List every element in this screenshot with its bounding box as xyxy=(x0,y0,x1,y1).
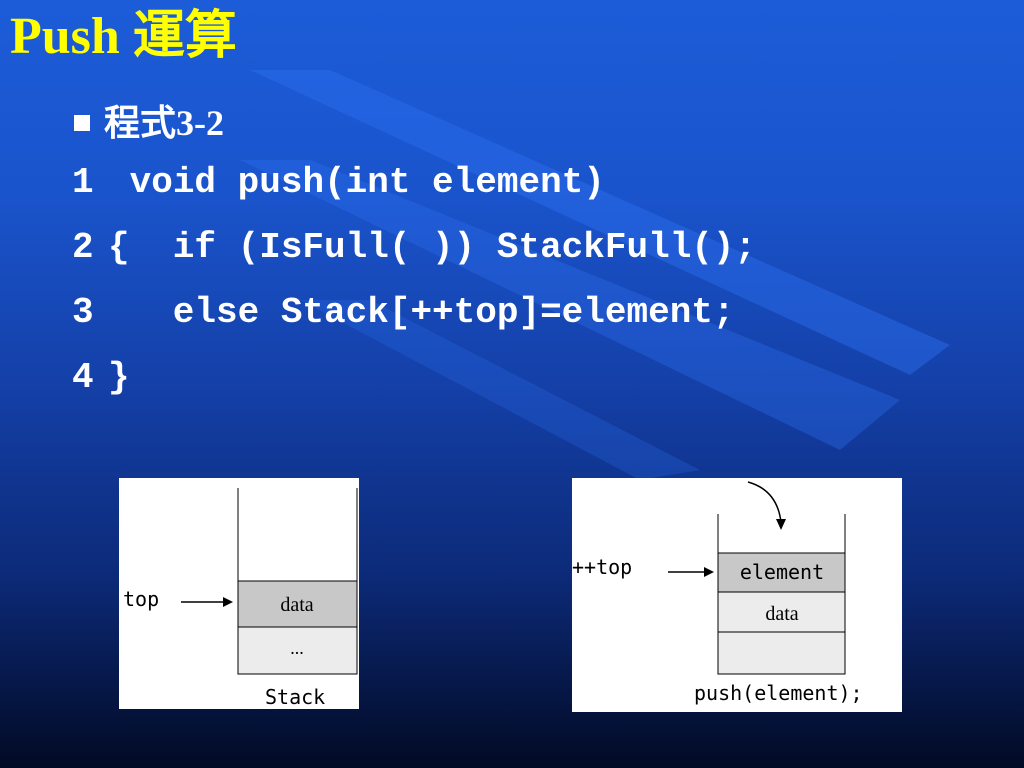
stack-cell-data xyxy=(237,580,358,628)
stack-diagram-after: element data ++top push(element); xyxy=(572,478,902,712)
stack-caption: Stack xyxy=(265,685,325,709)
code-line: 2 { if (IsFull( )) StackFull(); xyxy=(72,223,756,273)
top-pointer-label: top xyxy=(123,587,159,611)
arrow-right-icon xyxy=(223,597,233,607)
arrow-down-icon xyxy=(776,519,786,530)
bullet-item: 程式3-2 xyxy=(74,98,224,148)
code-line: 1 void push(int element) xyxy=(72,158,605,208)
code-text: } xyxy=(108,357,130,398)
code-line: 3 else Stack[++top]=element; xyxy=(72,288,735,338)
stack-diagram-before: data ... top Stack xyxy=(119,478,359,709)
code-text: { if (IsFull( )) StackFull(); xyxy=(108,227,757,268)
stack-cell-ellipsis xyxy=(237,626,358,675)
code-text: else Stack[++top]=element; xyxy=(108,292,735,333)
cell-label: data xyxy=(765,603,798,625)
stack-figure: data ... top Stack xyxy=(123,488,358,709)
line-number: 4 xyxy=(72,357,94,398)
stack-cell-empty xyxy=(717,631,846,675)
stack-cell-data xyxy=(717,591,846,633)
line-number: 1 xyxy=(72,162,94,203)
arrow-right-icon xyxy=(704,567,714,577)
code-line: 4} xyxy=(72,353,130,403)
square-bullet-icon xyxy=(74,115,90,131)
line-number: 2 xyxy=(72,227,94,268)
code-text: void push(int element) xyxy=(129,162,605,203)
line-number: 3 xyxy=(72,292,94,333)
bullet-label: 程式3-2 xyxy=(104,103,224,143)
stack-cell-element xyxy=(717,552,846,593)
push-curve xyxy=(747,481,782,523)
stack-figure: element data ++top push(element); xyxy=(572,481,863,705)
page-title: Push 運算 xyxy=(10,8,237,65)
top-pointer-label: ++top xyxy=(572,555,632,579)
push-caption: push(element); xyxy=(694,681,863,705)
cell-label: element xyxy=(740,560,824,584)
cell-label: ... xyxy=(290,638,304,658)
cell-label: data xyxy=(280,594,313,616)
